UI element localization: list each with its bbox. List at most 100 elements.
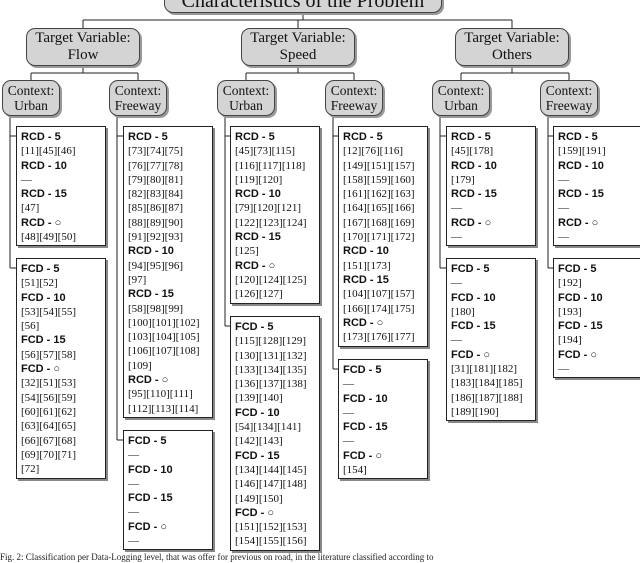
rcd-reference-row: [76][77][78] — [128, 159, 183, 172]
fcd-reference-row: [139][140] — [235, 392, 283, 405]
context-name: Freeway — [114, 98, 162, 113]
rcd-reference-row: [82][83][84] — [128, 188, 183, 201]
rcd-group-title: RCD - 5 — [128, 131, 168, 143]
rcd-reference-row: [164][165][166] — [343, 202, 415, 215]
rcd-group-title: RCD - ○ — [128, 374, 169, 387]
fcd-group-title: FCD - ○ — [235, 506, 275, 519]
fcd-group-title: FCD - 10 — [343, 392, 388, 405]
fcd-group-title: FCD - 10 — [451, 291, 496, 304]
rcd-reference-row: [173][176][177] — [343, 331, 415, 344]
rcd-leaf-flow-urban: RCD - 5[11][45][46]RCD - 10—RCD - 15[47]… — [16, 126, 106, 246]
fcd-group-title: FCD - 5 — [235, 321, 274, 333]
fcd-reference-row: [154] — [343, 464, 367, 477]
fcd-group-title: FCD - 15 — [21, 334, 66, 347]
rcd-reference-row: [167][168][169] — [343, 216, 415, 229]
fcd-reference-row: [183][184][185] — [451, 377, 523, 390]
context-node-flow-urban: Context: Urban — [2, 80, 60, 116]
fcd-group-title: FCD - 5 — [343, 364, 382, 376]
fcd-reference-row: [56] — [21, 320, 40, 333]
rcd-group-title: RCD - 15 — [343, 273, 389, 286]
fcd-reference-row: [130][131][132] — [235, 349, 307, 362]
fcd-reference-row: [133][134][135] — [235, 363, 307, 376]
fcd-reference-row: [149][150] — [235, 492, 283, 505]
rcd-reference-row: [73][74][75] — [128, 145, 183, 158]
rcd-reference-row: [116][117][118] — [235, 159, 306, 172]
rcd-group-title: RCD - 5 — [558, 131, 598, 143]
rcd-reference-row: [158][159][160] — [343, 173, 415, 186]
rcd-reference-row: [45][73][115] — [235, 145, 296, 158]
context-name: Freeway — [330, 98, 378, 113]
rcd-reference-row: [170][171][172] — [343, 231, 415, 244]
context-name: Urban — [14, 98, 48, 113]
rcd-reference-row: — — [558, 173, 569, 186]
rcd-reference-row: [119][120] — [235, 173, 283, 186]
rcd-reference-row: [159][191] — [558, 145, 606, 158]
fcd-reference-row: [69][70][71] — [21, 448, 76, 461]
rcd-reference-row: [104][107][157] — [343, 288, 415, 301]
rcd-reference-row: [47] — [21, 202, 40, 215]
fcd-reference-row: [193] — [558, 305, 582, 318]
rcd-reference-row: [161][162][163] — [343, 188, 415, 201]
rcd-reference-row: [103][104][105] — [128, 331, 200, 344]
context-node-others-freeway: Context: Freeway — [540, 80, 598, 116]
rcd-reference-row: — — [451, 202, 462, 215]
rcd-reference-row: [95][110][111] — [128, 388, 193, 401]
target-label: Target Variable: — [250, 30, 346, 46]
rcd-leaf-others-freeway: RCD - 5[159][191]RCD - 10—RCD - 15—RCD -… — [553, 126, 640, 246]
rcd-reference-row: [122][123][124] — [235, 216, 307, 229]
target-node-flow: Target Variable: Flow — [26, 28, 140, 66]
fcd-reference-row: [63][64][65] — [21, 420, 76, 433]
context-name: Urban — [229, 98, 263, 113]
fcd-leaf-speed-freeway: FCD - 5—FCD - 10—FCD - 15—FCD - ○[154] — [338, 359, 428, 479]
target-name: Flow — [67, 47, 99, 63]
fcd-reference-row: [180] — [451, 305, 475, 318]
rcd-reference-row: [109] — [128, 359, 152, 372]
fcd-reference-row: [66][67][68] — [21, 434, 76, 447]
rcd-leaf-flow-freeway: RCD - 5[73][74][75][76][77][78][79][80][… — [123, 126, 213, 418]
fcd-reference-row: [72] — [21, 463, 40, 476]
fcd-reference-row: [32][51][53] — [21, 377, 76, 390]
rcd-group-title: RCD - 15 — [558, 188, 604, 201]
target-node-speed: Target Variable: Speed — [241, 28, 355, 66]
fcd-group-title: FCD - 5 — [558, 263, 597, 275]
rcd-group-title: RCD - 10 — [21, 159, 67, 172]
context-label: Context: — [545, 83, 593, 98]
fcd-group-title: FCD - 10 — [21, 291, 66, 304]
fcd-reference-row: [51][52] — [21, 277, 58, 290]
fcd-group-title: FCD - 5 — [451, 263, 490, 275]
fcd-reference-row: [54][134][141] — [235, 421, 301, 434]
fcd-reference-row: — — [451, 277, 462, 290]
fcd-reference-row: [115][128][129] — [235, 335, 307, 348]
rcd-reference-row: [58][98][99] — [128, 302, 183, 315]
fcd-group-title: FCD - ○ — [451, 348, 491, 361]
rcd-group-title: RCD - 10 — [451, 159, 497, 172]
fcd-reference-row: — — [128, 477, 139, 490]
rcd-group-title: RCD - 5 — [21, 131, 61, 143]
rcd-leaf-speed-freeway: RCD - 5[12][76][116][149][151][157][158]… — [338, 126, 428, 347]
context-node-flow-freeway: Context: Freeway — [109, 80, 167, 116]
fcd-reference-row: [146][147][148] — [235, 478, 307, 491]
context-node-others-urban: Context: Urban — [432, 80, 490, 116]
fcd-reference-row: [189][190] — [451, 405, 499, 418]
fcd-reference-row: [60][61][62] — [21, 405, 76, 418]
rcd-reference-row: [166][174][175] — [343, 302, 415, 315]
rcd-reference-row: — — [558, 202, 569, 215]
context-label: Context: — [7, 83, 55, 98]
target-name: Speed — [279, 47, 317, 63]
fcd-reference-row: [186][187][188] — [451, 391, 523, 404]
context-node-speed-urban: Context: Urban — [217, 80, 275, 116]
fcd-group-title: FCD - 15 — [235, 449, 280, 462]
rcd-group-title: RCD - ○ — [558, 216, 599, 229]
target-label: Target Variable: — [464, 30, 560, 46]
rcd-group-title: RCD - ○ — [343, 316, 384, 329]
rcd-group-title: RCD - ○ — [235, 259, 276, 272]
rcd-reference-row: [151][173] — [343, 259, 391, 272]
fcd-group-title: FCD - 5 — [21, 263, 60, 275]
root-node-box: Characteristics of the Problem — [164, 0, 442, 13]
rcd-group-title: RCD - ○ — [21, 216, 62, 229]
rcd-reference-row: [112][113][114] — [128, 402, 199, 415]
rcd-group-title: RCD - 15 — [21, 188, 67, 201]
root-title: Characteristics of the Problem — [181, 0, 425, 12]
target-label: Target Variable: — [35, 30, 131, 46]
fcd-group-title: FCD - 5 — [128, 435, 167, 447]
